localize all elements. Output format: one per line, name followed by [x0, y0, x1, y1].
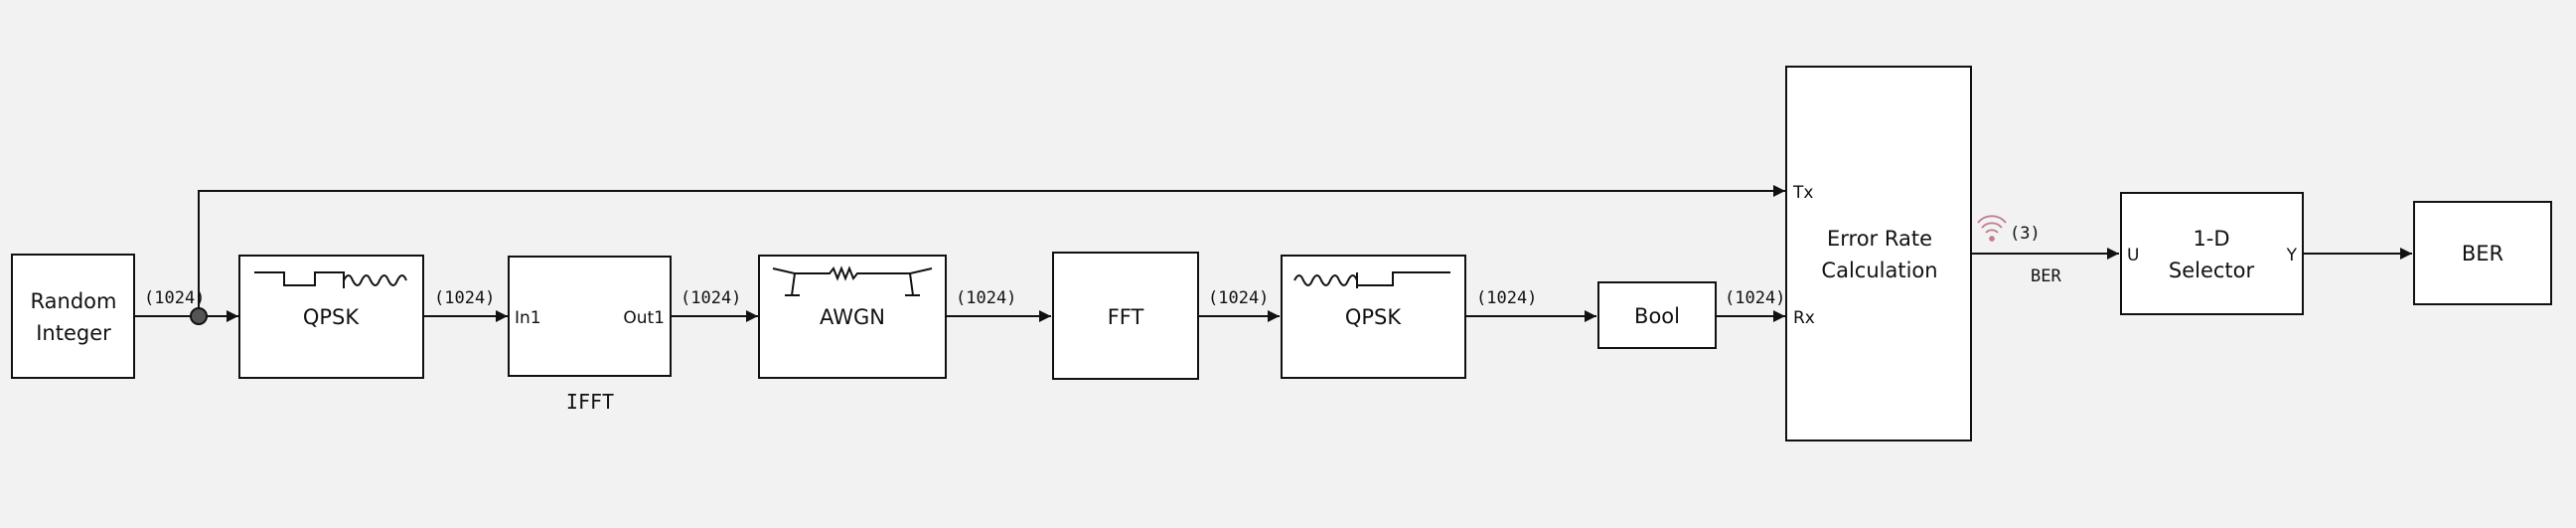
fft-block[interactable]: FFT — [1052, 252, 1199, 380]
input-port-label: Tx — [1792, 183, 1813, 203]
output-port-label: Y — [2286, 246, 2298, 265]
block-label: QPSK — [1345, 305, 1403, 329]
block-label: Selector — [2169, 259, 2255, 282]
block-label: 1-D — [2193, 227, 2229, 251]
signal-dim-label: (1024) — [1725, 288, 1785, 308]
input-port-label: U — [2127, 246, 2139, 265]
block-label: Error Rate — [1827, 227, 1932, 251]
block-name: IFFT — [566, 390, 614, 414]
signal-name-label: BER — [2031, 266, 2061, 286]
signal-dim-label: (1024) — [144, 288, 205, 308]
branch-point[interactable] — [190, 307, 208, 325]
ifft-subsystem-block[interactable]: In1 Out1 IFFT — [508, 256, 672, 414]
signal-dim-label: (1024) — [1476, 288, 1537, 308]
block-label: Bool — [1634, 304, 1680, 328]
block-label: QPSK — [303, 305, 361, 329]
wireless-signal-icon[interactable] — [1977, 215, 2007, 242]
input-port-label: Rx — [1793, 308, 1815, 328]
block-label: Random — [31, 289, 117, 313]
bool-conversion-block[interactable]: Bool — [1597, 281, 1717, 349]
signal-dim-label: (1024) — [956, 288, 1016, 308]
demodulation-waveform-icon — [1293, 271, 1450, 288]
block-label: Integer — [36, 321, 111, 345]
output-port-label: Out1 — [623, 308, 665, 328]
signal-dim-label: (1024) — [681, 288, 741, 308]
error-rate-calculation-block[interactable]: Tx Rx Error Rate Calculation — [1785, 66, 1972, 441]
awgn-block[interactable]: AWGN — [758, 255, 947, 379]
channel-icon — [772, 265, 933, 296]
qpsk-demodulator-block[interactable]: QPSK — [1281, 255, 1466, 379]
signal-dim-label: (3) — [2010, 224, 2041, 244]
input-port-label: In1 — [515, 308, 541, 328]
block-label: AWGN — [820, 305, 885, 329]
signal-dim-label: (1024) — [434, 288, 495, 308]
ber-display-block[interactable]: BER — [2413, 201, 2552, 305]
block-label: BER — [2462, 242, 2503, 265]
random-integer-block[interactable]: Random Integer — [11, 254, 135, 379]
selector-block[interactable]: U Y 1-D Selector — [2120, 192, 2304, 315]
modulation-waveform-icon — [254, 271, 407, 288]
block-label: Calculation — [1821, 259, 1937, 282]
qpsk-modulator-block[interactable]: QPSK — [238, 255, 424, 379]
signal-dim-label: (1024) — [1208, 288, 1269, 308]
block-label: FFT — [1108, 305, 1144, 329]
line-branch-to-tx[interactable] — [198, 185, 1785, 316]
